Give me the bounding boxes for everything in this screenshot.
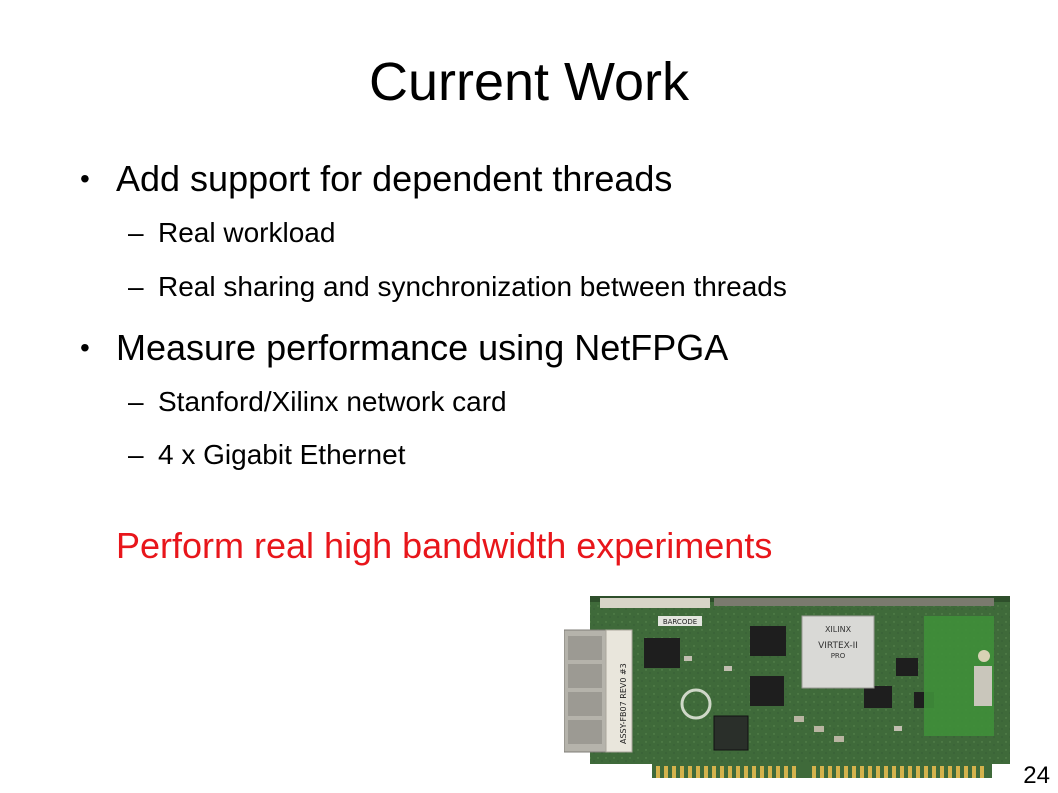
ic-chip (896, 658, 918, 676)
bullet-dot-icon: • (80, 163, 90, 194)
bullet-item: • Add support for dependent threads (80, 157, 672, 201)
ic-chip (713, 715, 749, 751)
highlight-callout: Perform real high bandwidth experiments (116, 525, 773, 566)
en-dash-icon: – (128, 271, 144, 302)
sub-bullet-text: Stanford/Xilinx network card (158, 386, 507, 417)
page-number: 24 (1023, 762, 1050, 789)
en-dash-icon: – (128, 439, 144, 470)
bullet-text: Measure performance using NetFPGA (116, 327, 729, 368)
bullet-dot-icon: • (80, 332, 90, 363)
en-dash-icon: – (128, 217, 144, 248)
slide-title: Current Work (368, 52, 690, 112)
ic-chip (644, 638, 680, 668)
fpga-model-text: VIRTEX-II (818, 641, 858, 651)
barcode-text: BARCODE (663, 618, 697, 626)
ic-chip (750, 676, 784, 706)
bullet-item: • Measure performance using NetFPGA (80, 326, 728, 370)
pin-header (714, 598, 994, 606)
sub-bullet-text: Real workload (158, 217, 336, 248)
fpga-chip (801, 615, 875, 689)
bullet-text: Add support for dependent threads (116, 158, 673, 199)
component (978, 650, 990, 662)
ic-chip (864, 686, 892, 708)
board-id-text: ASSY-FB07 REV0 #3 (619, 663, 628, 744)
connector-side (974, 666, 992, 706)
sub-bullet-text: 4 x Gigabit Ethernet (158, 439, 406, 470)
ic-chip (750, 626, 786, 656)
sub-bullet-item: –4 x Gigabit Ethernet (128, 437, 405, 473)
barcode-label (658, 616, 702, 626)
fpga-sub-text: PRO (831, 652, 846, 660)
sub-bullet-item: –Real workload (128, 215, 335, 251)
sub-bullet-item: –Stanford/Xilinx network card (128, 384, 507, 420)
netfpga-board-image: BARCODE ASSY-FB07 REV0 #3 XILINX VIRTEX-… (564, 596, 1010, 778)
sub-bullet-item: –Real sharing and synchronization betwee… (128, 269, 787, 305)
fpga-brand-text: XILINX (825, 625, 852, 634)
en-dash-icon: – (128, 386, 144, 417)
top-connector (600, 598, 710, 608)
sub-bullet-text: Real sharing and synchronization between… (158, 271, 787, 302)
silkscreen-logo (680, 688, 712, 720)
